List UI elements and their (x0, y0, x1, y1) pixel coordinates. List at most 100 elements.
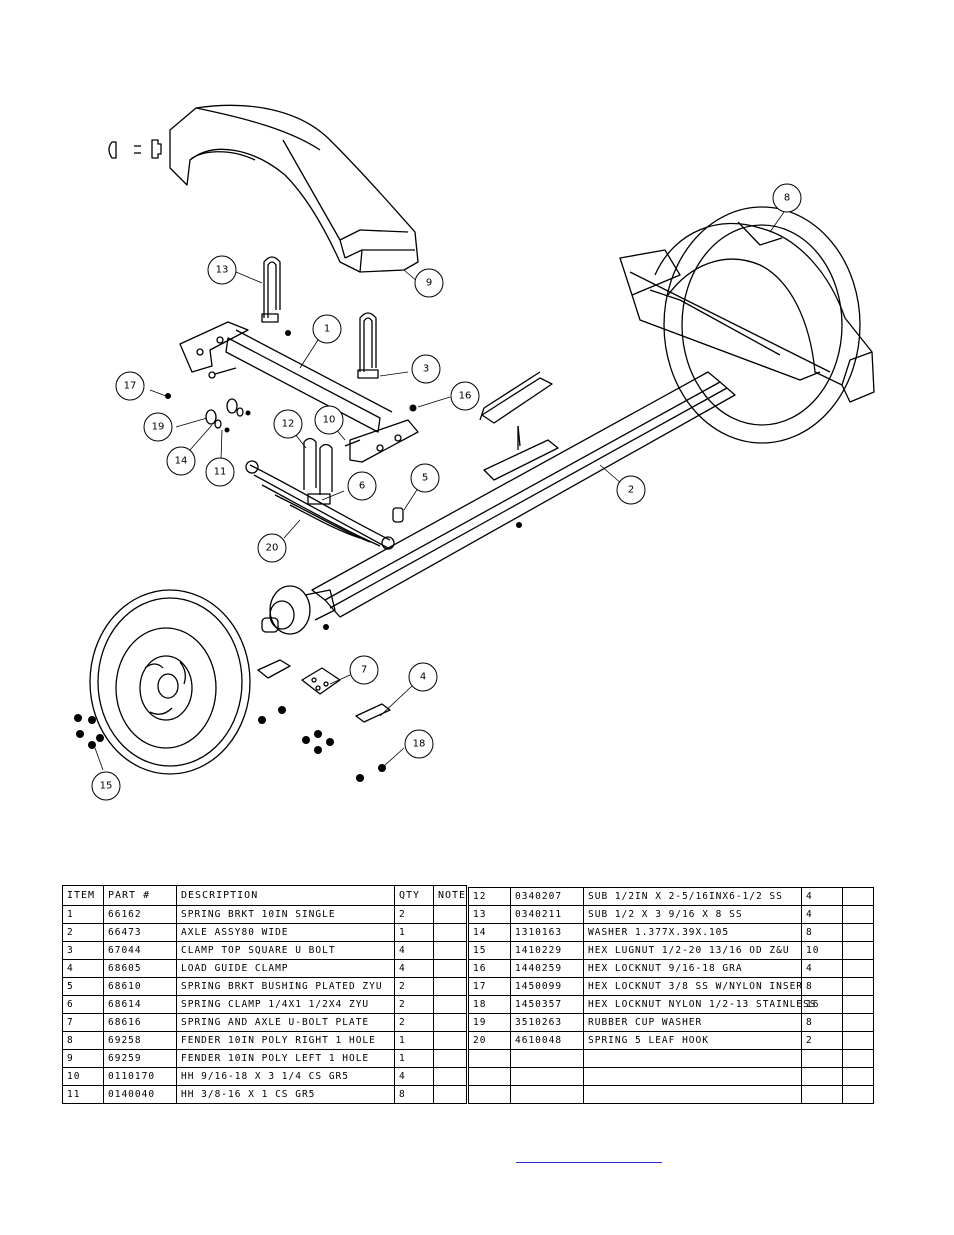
header-note: NOTE (433, 885, 467, 906)
cell-note (433, 905, 467, 924)
cell-part (510, 1085, 584, 1104)
cell-item: 17 (468, 977, 511, 996)
footer-hyperlink[interactable] (516, 1152, 662, 1163)
cell-note (842, 1031, 874, 1050)
cell-part: 0110170 (103, 1067, 177, 1086)
cell-qty: 4 (801, 959, 843, 978)
cell-note (433, 977, 467, 996)
svg-text:12: 12 (282, 419, 295, 430)
axle-plates (257, 659, 391, 723)
cell-qty: 2 (394, 995, 434, 1014)
svg-text:2: 2 (628, 485, 634, 496)
fender-right-part-8 (619, 206, 875, 444)
axle-tube-part-2 (311, 371, 736, 618)
callout-15: 15 (91, 771, 121, 801)
cell-qty: 16 (801, 995, 843, 1014)
callout-2: 2 (616, 475, 646, 505)
cell-part: 0140040 (103, 1085, 177, 1104)
cell-description: AXLE ASSY80 WIDE (176, 923, 395, 942)
cell-item: 12 (468, 887, 511, 906)
cell-item: 13 (468, 905, 511, 924)
cell-part: 4610048 (510, 1031, 584, 1050)
cell-item: 2 (62, 923, 104, 942)
cell-note (842, 941, 874, 960)
callout-balloons: 1 2 3 4 5 6 7 8 9 10 11 12 13 14 15 16 1… (91, 183, 802, 801)
cell-qty: 2 (394, 1013, 434, 1032)
cell-description (583, 1049, 802, 1068)
table-row (468, 1049, 874, 1068)
callout-17: 17 (115, 371, 145, 401)
header-part: PART # (103, 885, 177, 906)
callout-8: 8 (772, 183, 802, 213)
callout-4: 4 (408, 662, 438, 692)
cell-description: HEX LOCKNUT NYLON 1/2-13 STAINLESS (583, 995, 815, 1014)
u-bolts (261, 256, 379, 495)
cell-description: FENDER 10IN POLY LEFT 1 HOLE (176, 1049, 395, 1068)
cell-note (842, 995, 874, 1014)
callout-16: 16 (450, 381, 480, 411)
cell-item (468, 1049, 511, 1068)
fender-clip-parts (108, 139, 162, 159)
header-item: ITEM (62, 885, 104, 906)
cell-qty: 10 (801, 941, 843, 960)
cell-description: HEX LOCKNUT 9/16-18 GRA (583, 959, 802, 978)
callout-14: 14 (166, 446, 196, 476)
cell-item: 14 (468, 923, 511, 942)
callout-7: 7 (349, 655, 379, 685)
cell-item: 9 (62, 1049, 104, 1068)
cell-note (433, 1013, 467, 1032)
cell-note (842, 887, 874, 906)
cell-description: SUB 1/2IN X 2-5/16INX6-1/2 SS (583, 887, 802, 906)
callout-13: 13 (207, 255, 237, 285)
cell-part: 69259 (103, 1049, 177, 1068)
cell-item (468, 1085, 511, 1104)
cell-note (842, 1085, 874, 1104)
cell-part: 3510263 (510, 1013, 584, 1032)
callout-1: 1 (312, 314, 342, 344)
callout-12: 12 (273, 409, 303, 439)
cell-qty: 4 (394, 1067, 434, 1086)
cell-description: SPRING 5 LEAF HOOK (583, 1031, 802, 1050)
svg-text:17: 17 (124, 381, 137, 392)
cell-item: 19 (468, 1013, 511, 1032)
cell-qty: 8 (801, 923, 843, 942)
callout-5: 5 (410, 463, 440, 493)
leader-lines (94, 211, 785, 771)
cell-item: 16 (468, 959, 511, 978)
leaf-spring-part-20 (245, 460, 395, 550)
cell-qty: 8 (801, 1013, 843, 1032)
cell-qty: 8 (394, 1085, 434, 1104)
cell-description: SPRING BRKT BUSHING PLATED ZYU (176, 977, 395, 996)
cell-note (433, 1085, 467, 1104)
cell-qty: 2 (801, 1031, 843, 1050)
cell-qty: 1 (394, 1049, 434, 1068)
svg-text:20: 20 (266, 543, 279, 554)
exploded-axle-drawing: 1 2 3 4 5 6 7 8 9 10 11 12 13 14 15 16 1… (74, 104, 875, 801)
cell-qty: 2 (394, 977, 434, 996)
cell-part: 68616 (103, 1013, 177, 1032)
cell-part: 69258 (103, 1031, 177, 1050)
callout-6: 6 (347, 471, 377, 501)
cell-qty (801, 1085, 843, 1104)
cell-item (468, 1067, 511, 1086)
callout-3: 3 (411, 354, 441, 384)
cell-qty: 4 (394, 959, 434, 978)
wheel-left (89, 589, 251, 775)
callout-11: 11 (205, 457, 235, 487)
cell-description (583, 1067, 802, 1086)
cell-part: 1450357 (510, 995, 584, 1014)
cell-qty: 4 (801, 905, 843, 924)
cell-qty: 1 (394, 923, 434, 942)
svg-text:1: 1 (324, 324, 330, 335)
svg-text:13: 13 (216, 265, 229, 276)
cell-description: SPRING AND AXLE U-BOLT PLATE (176, 1013, 395, 1032)
cell-part: 66162 (103, 905, 177, 924)
